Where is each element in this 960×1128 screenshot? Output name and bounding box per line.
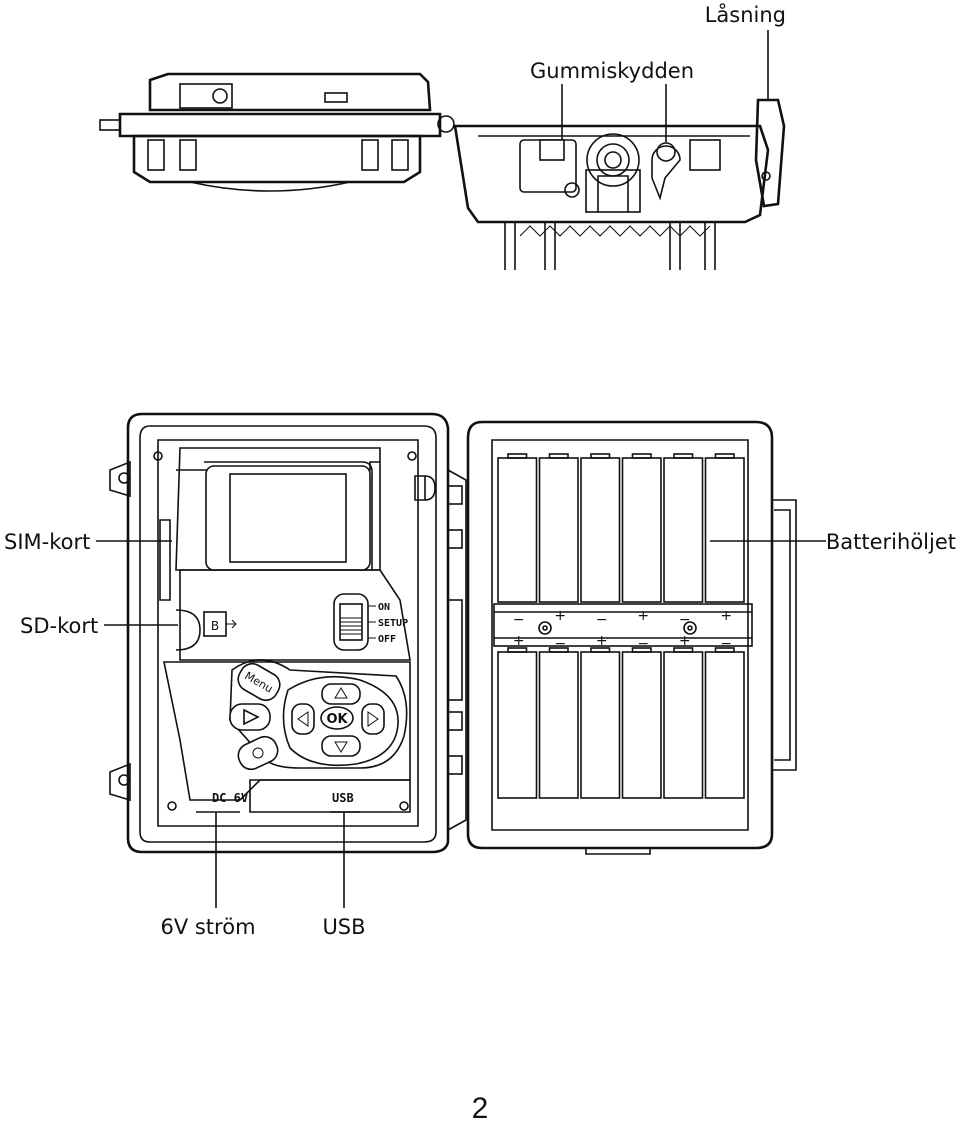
ports: DC 6V USB: [196, 791, 360, 813]
battery-cell-top: [663, 457, 704, 603]
down-button[interactable]: [321, 735, 361, 757]
play-button[interactable]: [229, 703, 271, 731]
dpad: OK: [282, 675, 399, 767]
battery-cell-bottom-terminal: [673, 647, 694, 653]
top-view-front-half: [99, 72, 442, 192]
battery-cell-bottom-terminal: [714, 647, 735, 653]
polarity-sign: +: [637, 608, 649, 624]
screw-center: [687, 625, 693, 631]
screw-icon: [683, 621, 697, 635]
polarity-sign: −: [720, 636, 732, 652]
polarity-sign: +: [679, 633, 691, 649]
mode-switch[interactable]: ON SETUP OFF: [333, 593, 408, 651]
left-button[interactable]: [291, 703, 315, 735]
switch-label-setup: SETUP: [378, 618, 408, 629]
page-number: 2: [471, 1092, 489, 1125]
battery-cell-top-terminal: [590, 453, 611, 459]
port-label-dc: DC 6V: [212, 791, 248, 805]
battery-cell-top-terminal: [714, 453, 735, 459]
battery-cell-top-terminal: [507, 453, 528, 459]
battery-cell-bottom-terminal: [548, 647, 569, 653]
battery-cell-top-terminal: [548, 453, 569, 459]
label-sd-card: SD-kort: [20, 614, 98, 638]
ok-button[interactable]: OK: [320, 706, 354, 730]
screw-icon: [538, 621, 552, 635]
battery-cell-top-terminal: [631, 453, 652, 459]
polarity-sign: −: [513, 612, 525, 628]
polarity-sign: +: [720, 608, 732, 624]
front-interior-panel: [109, 412, 450, 854]
battery-cell-bottom: [663, 651, 704, 799]
battery-cells: − + + − − + + − − + + −: [497, 453, 745, 799]
label-battery-holder: Batterihöljet: [826, 530, 956, 554]
card-slot-marker: B: [203, 611, 237, 637]
battery-cell-bottom: [497, 651, 538, 799]
polarity-sign: −: [596, 612, 608, 628]
battery-cell-top: [538, 457, 579, 603]
battery-cell-bottom-terminal: [631, 647, 652, 653]
menu-button[interactable]: Menu: [234, 659, 284, 704]
hinge: [447, 469, 467, 831]
battery-compartment: [466, 420, 797, 855]
battery-cell-bottom: [621, 651, 662, 799]
polarity-sign: +: [513, 633, 525, 649]
screw-center: [542, 625, 548, 631]
battery-cell-top: [580, 457, 621, 603]
label-sim-card: SIM-kort: [4, 530, 90, 554]
svg-text:B: B: [211, 619, 219, 633]
power-button[interactable]: [234, 733, 281, 773]
right-button[interactable]: [361, 703, 385, 735]
svg-text:OK: OK: [326, 712, 348, 727]
polarity-sign: −: [554, 636, 566, 652]
battery-cell-bottom-terminal: [507, 647, 528, 653]
port-label-usb: USB: [332, 791, 354, 805]
battery-cell-bottom-terminal: [590, 647, 611, 653]
top-view-back-half: [437, 115, 770, 270]
label-usb: USB: [322, 915, 365, 939]
label-rubber-cover: Gummiskydden: [530, 59, 694, 83]
polarity-sign: −: [637, 636, 649, 652]
battery-cell-bottom: [538, 651, 579, 799]
switch-label-on: ON: [378, 602, 390, 613]
up-button[interactable]: [321, 683, 361, 705]
battery-cell-top: [497, 457, 538, 603]
battery-cell-top: [621, 457, 662, 603]
battery-cell-top: [704, 457, 745, 603]
battery-cell-bottom: [704, 651, 745, 799]
battery-cell-bottom: [580, 651, 621, 799]
switch-label-off: OFF: [378, 634, 396, 645]
lock-latch: [754, 98, 786, 208]
polarity-sign: +: [596, 633, 608, 649]
label-lock: Låsning: [705, 2, 786, 27]
battery-cell-top-terminal: [673, 453, 694, 459]
label-power-6v: 6V ström: [160, 915, 255, 939]
polarity-sign: +: [554, 608, 566, 624]
keypad: Menu: [229, 659, 408, 773]
polarity-sign: −: [679, 612, 691, 628]
